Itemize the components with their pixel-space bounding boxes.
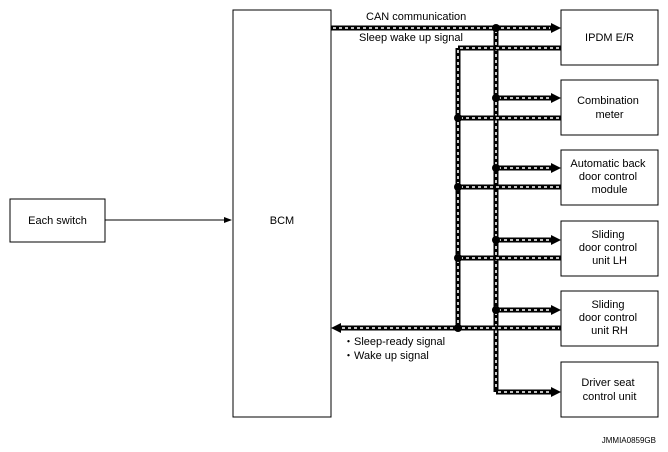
sliding-door-lh-box [560, 220, 659, 277]
sleep-ready-label: ・Sleep-ready signal [343, 336, 445, 348]
bcm-box [232, 9, 332, 418]
wake-up-label: ・Wake up signal [343, 350, 429, 362]
automatic-back-door-box [560, 149, 659, 206]
each-switch-label: Each switch [28, 215, 87, 227]
sleep-wake-up-label: Sleep wake up signal [359, 32, 463, 44]
can-arrowheads [551, 23, 561, 397]
sleep-signal-lines [340, 45, 561, 331]
bcm-label: BCM [270, 215, 294, 227]
sliding-door-rh-label: Sliding door control unit RH [579, 299, 640, 337]
driver-seat-box [560, 361, 659, 418]
can-bus-lines [331, 25, 553, 395]
combination-meter-label: Combination meter [577, 95, 642, 121]
automatic-back-door-label: Automatic back door control module [570, 158, 648, 196]
ipdm-er-label: IPDM E/R [585, 32, 634, 44]
sliding-door-rh-box [560, 290, 659, 347]
figure-code: JMMIA0859GB [602, 436, 656, 445]
combination-meter-box [560, 79, 659, 136]
can-communication-label: CAN communication [366, 11, 466, 23]
sleep-ready-arrowhead [331, 323, 341, 333]
driver-seat-label: Driver seat control unit [581, 377, 637, 403]
each-switch-box [9, 198, 106, 243]
junction-dots [454, 24, 500, 332]
sliding-door-lh-label: Sliding door control unit LH [579, 229, 640, 267]
ipdm-er-box [560, 9, 659, 66]
